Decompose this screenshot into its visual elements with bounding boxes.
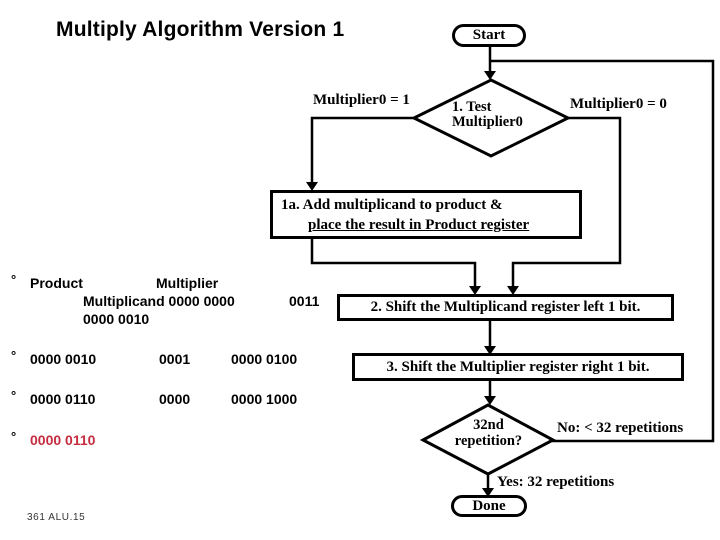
branch-label-multiplier0-eq-1: Multiplier0 = 1 [313,92,410,108]
branch-label-no: No: < 32 repetitions [557,420,684,436]
connector-branch-eq0 [511,116,622,288]
bullet-icon: ° [11,348,17,363]
arrowhead-step1a-into-step2 [469,286,481,295]
decision1-diamond [410,78,572,158]
trace-header-multiplier: Multiplier [156,275,219,291]
trace-header-product: Product [30,275,83,291]
connector-no-feedback-loop [490,59,715,443]
arrowhead-eq0-into-step2 [507,286,519,295]
start-node: Start [452,24,526,47]
decision1-text: 1. Test Multiplier0 [452,99,523,130]
decision2-diamond [419,403,557,476]
footer-slide-number: 361 ALU.15 [27,512,86,523]
step1a-box: 1a. Add multiplicand to product & place … [270,190,582,239]
arrowhead-into-decision2 [484,396,496,405]
trace-row2-multiplier: 0000 [159,391,191,407]
bullet-icon: ° [11,388,17,403]
bullet-icon: ° [11,272,17,287]
branch-label-multiplier0-eq-0: Multiplier0 = 0 [570,96,667,112]
trace-row2-product: 0000 0110 [30,391,96,407]
trace-initial-multiplicand-product: Multiplicand 0000 0000 [83,293,235,309]
trace-row1-multiplicand: 0000 0100 [231,351,298,367]
trace-row1-multiplier: 0001 [159,351,191,367]
done-node: Done [451,495,527,517]
arrowhead-into-step3 [484,346,496,355]
trace-initial-multiplier-value: 0011 [289,293,320,309]
arrowhead-into-done [482,488,494,497]
trace-initial-multiplicand-value: 0000 0010 [83,311,150,327]
trace-row2-multiplicand: 0000 1000 [231,391,298,407]
step2-box: 2. Shift the Multiplicand register left … [337,294,674,321]
trace-row3-product-highlighted: 0000 0110 [30,432,96,448]
connector-branch-eq1 [310,116,414,185]
step3-box: 3. Shift the Multiplier register right 1… [352,353,684,381]
bullet-icon: ° [11,429,17,444]
trace-row1-product: 0000 0010 [30,351,97,367]
branch-label-yes: Yes: 32 repetitions [497,474,615,490]
done-label: Done [472,497,506,514]
page-title: Multiply Algorithm Version 1 [56,18,345,41]
connector-step1a-to-step2 [310,235,477,288]
arrowhead-into-step1a [306,182,318,191]
decision2-text: 32nd repetition? [454,417,523,449]
arrowhead-into-decision1 [484,71,496,80]
start-label: Start [472,27,506,43]
